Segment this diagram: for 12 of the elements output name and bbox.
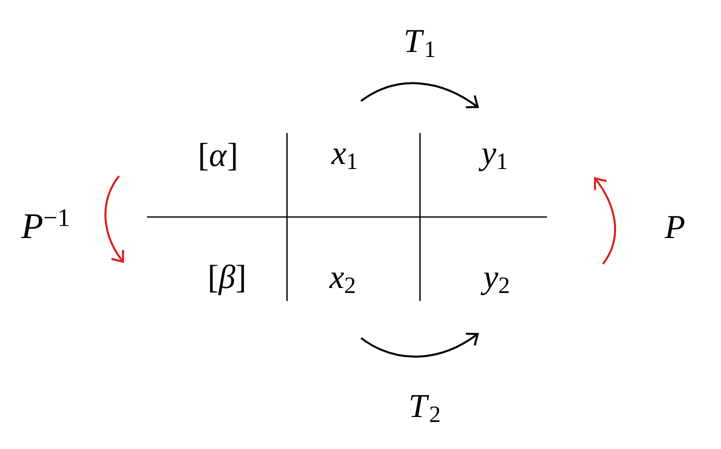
matrix-label: P bbox=[664, 216, 684, 238]
curved-arrow bbox=[360, 82, 479, 108]
edge-label: T$_{1}$ bbox=[402, 28, 438, 58]
edge-label: T$_{2}$ bbox=[407, 394, 443, 424]
variable-label: x$_{2}$ bbox=[329, 272, 355, 293]
variable-label: x$_{1}$ bbox=[331, 148, 356, 169]
curved-arrow bbox=[360, 332, 479, 358]
basis-label: [α] bbox=[200, 142, 236, 170]
variable-label: y$_{1}$ bbox=[478, 148, 506, 172]
matrix-label: P$^{−1}$ bbox=[21, 209, 69, 238]
variable-label: y$_{2}$ bbox=[480, 272, 509, 296]
basis-label: [β] bbox=[210, 264, 244, 296]
